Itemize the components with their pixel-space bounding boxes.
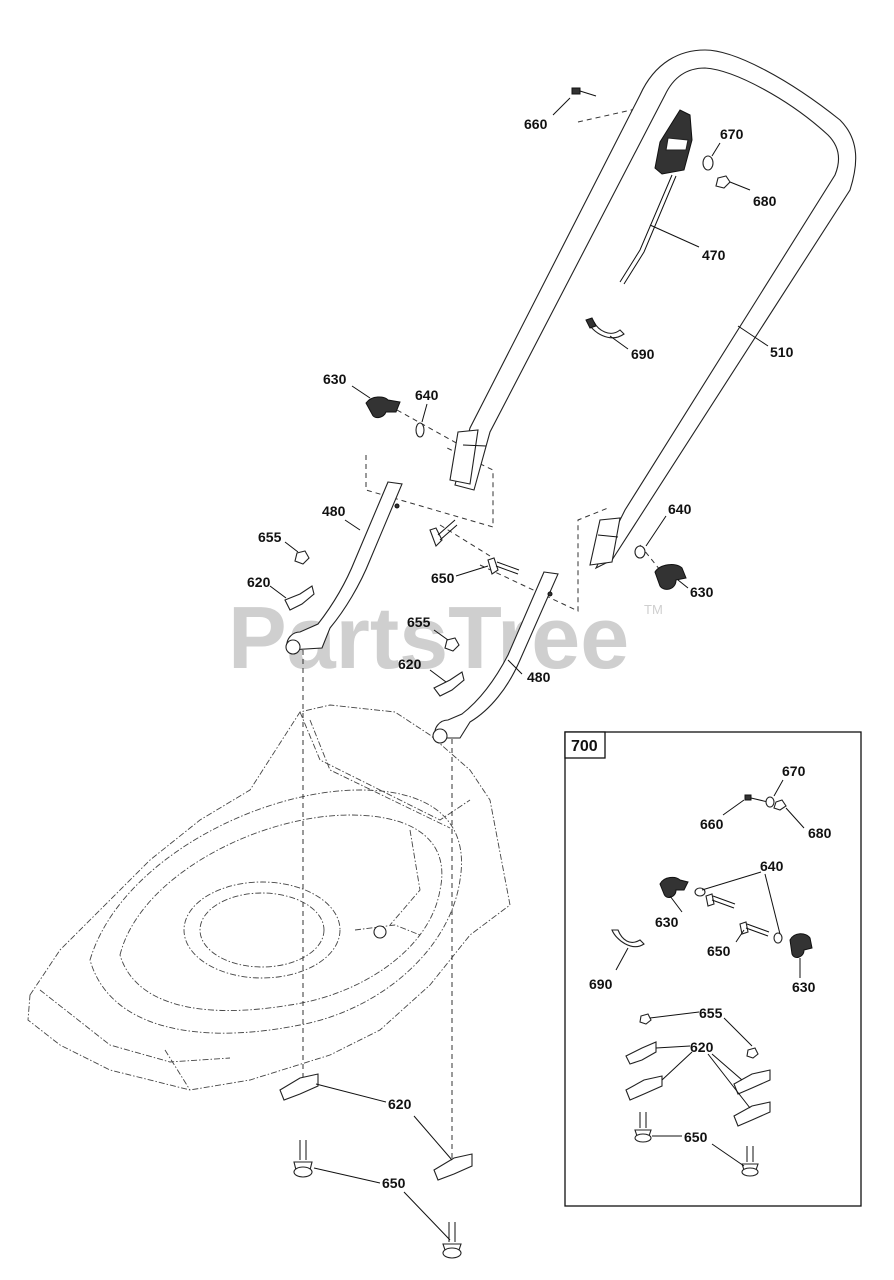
nut-655-left <box>294 550 310 565</box>
alignment-line-650 <box>439 524 491 557</box>
inset-callout-660: 660 <box>700 816 724 832</box>
callout-650: 650 <box>431 570 455 586</box>
callout-510: 510 <box>770 344 794 360</box>
inset-callout-630: 630 <box>655 914 679 930</box>
callout-650-lower: 650 <box>382 1175 406 1191</box>
inset-callout-630-right: 630 <box>792 979 816 995</box>
lower-handle-right <box>432 571 559 744</box>
callout-620: 620 <box>247 574 271 590</box>
inset-callout-680: 680 <box>808 825 832 841</box>
callout-640: 640 <box>415 387 439 403</box>
carriage-bolt-650-upper <box>429 519 458 547</box>
clamp-620-upper-left <box>284 585 315 611</box>
throttle-control <box>619 109 693 285</box>
cable-clip-690 <box>587 321 625 339</box>
callout-640-right: 640 <box>668 501 692 517</box>
washer-640-right <box>634 545 646 559</box>
callout-660: 660 <box>524 116 548 132</box>
clamp-620-lower-left <box>279 1073 319 1101</box>
nut-655-right <box>444 637 460 652</box>
inset-callout-690: 690 <box>589 976 613 992</box>
lower-handle-left <box>285 481 403 655</box>
inset-callout-650: 650 <box>707 943 731 959</box>
inset-callout-640: 640 <box>760 858 784 874</box>
callout-620-lower: 620 <box>388 1096 412 1112</box>
watermark-trademark: TM <box>644 602 663 617</box>
knob-630-left <box>365 396 401 419</box>
mower-deck <box>27 704 511 1091</box>
alignment-line-660 <box>577 107 641 123</box>
callout-680: 680 <box>753 193 777 209</box>
washer-640-left <box>415 422 425 438</box>
callout-480: 480 <box>322 503 346 519</box>
clamp-620-upper-right <box>433 671 465 697</box>
inset-callout-650-lower: 650 <box>684 1129 708 1145</box>
callout-470: 470 <box>702 247 726 263</box>
bolt-660 <box>571 87 597 97</box>
inset-callout-670: 670 <box>782 763 806 779</box>
carriage-bolt-650-middle <box>487 557 520 575</box>
alignment-line-640 <box>396 409 461 446</box>
callout-655: 655 <box>258 529 282 545</box>
carriage-bolt-650-lower-right <box>442 1222 462 1259</box>
callout-655-right: 655 <box>407 614 431 630</box>
inset-kit-700: 700 <box>564 731 862 1207</box>
inset-label: 700 <box>571 738 598 755</box>
callout-630: 630 <box>323 371 347 387</box>
inset-callout-655: 655 <box>699 1005 723 1021</box>
callout-690: 690 <box>631 346 655 362</box>
nut-680 <box>715 175 731 189</box>
callout-620-right: 620 <box>398 656 422 672</box>
knob-630-right <box>654 564 687 590</box>
callout-480-right: 480 <box>527 669 551 685</box>
callout-670: 670 <box>720 126 744 142</box>
washer-670 <box>702 155 714 171</box>
upper-handle <box>449 49 857 570</box>
callout-630-right: 630 <box>690 584 714 600</box>
inset-callout-620: 620 <box>690 1039 714 1055</box>
clamp-620-lower-right <box>433 1153 473 1181</box>
connection-box-right <box>479 507 609 612</box>
carriage-bolt-650-lower-left <box>293 1140 313 1178</box>
